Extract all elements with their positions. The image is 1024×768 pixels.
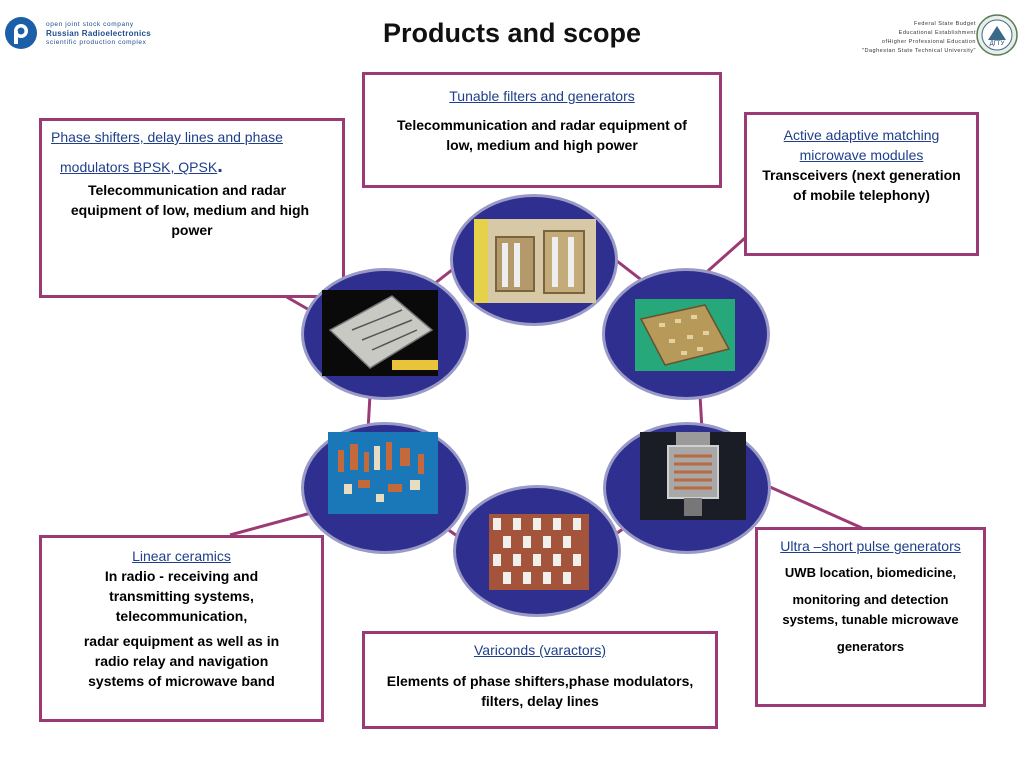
variconds-photo [489,514,589,590]
active-module-photo [635,299,735,371]
variconds-text-2: filters, delay lines [481,693,599,709]
ultra-short-text-3: systems, tunable microwave [782,612,959,627]
linear-ceramics-text-2: transmitting systems, [109,588,254,604]
ultra-short-box: Ultra –short pulse generators UWB locati… [755,527,986,707]
phase-shifters-text-1: Telecommunication and radar [87,182,287,198]
phase-shifter-node[interactable] [301,268,469,400]
company-logo-line2: Russian Radioelectronics [46,29,152,38]
variconds-box: Variconds (varactors) Elements of phase … [362,631,718,729]
tunable-filters-text-1: Telecommunication and radar equipment of [397,117,687,133]
linear-ceramics-text-4: radar equipment as well as in [83,633,280,649]
university-logo-line4: "Daghestan State Technical University" [862,48,976,54]
university-logo-line1: Federal State Budget [914,21,976,27]
variconds-link[interactable]: Variconds (varactors) [473,642,606,658]
university-logo-line3: ofHigher Professional Education [881,39,976,45]
phase-shifters-box: Phase shifters, delay lines and phase mo… [39,118,345,298]
variconds-node[interactable] [453,485,621,617]
active-modules-box: Active adaptive matching microwave modul… [744,112,979,256]
ultra-short-photo [640,432,746,520]
phase-shifter-photo [322,290,438,376]
university-seal-text: ДГТУ [990,41,1005,47]
linear-ceramics-text-5: radio relay and navigation [94,653,269,669]
ultra-short-node[interactable] [603,422,771,554]
phase-shifters-link-1[interactable]: Phase shifters, delay lines and phase [51,129,283,145]
ultra-short-link[interactable]: Ultra –short pulse generators [780,538,961,554]
active-module-node[interactable] [602,268,770,400]
linear-ceramics-box: Linear ceramics In radio - receiving and… [39,535,324,722]
tunable-filters-box: Tunable filters and generators Telecommu… [362,72,722,188]
active-modules-text-2: of mobile telephony) [793,187,930,203]
page-title: Products and scope [382,18,642,48]
ultra-short-text-4: generators [836,639,905,654]
phase-shifters-dot: . [217,155,223,177]
active-modules-text-1: Transceivers (next generation [762,167,961,183]
active-modules-link-2[interactable]: microwave modules [799,147,924,163]
linear-ceramics-photo [328,432,438,514]
university-logo: Federal State Budget Educational Establi… [862,14,1020,58]
active-modules-link-1[interactable]: Active adaptive matching [783,127,940,143]
tunable-filter-photo [474,219,596,303]
linear-ceramics-text-6: systems of microwave band [88,673,275,689]
linear-ceramics-link[interactable]: Linear ceramics [132,548,231,564]
university-seal-icon: ДГТУ [976,14,1018,56]
phase-shifters-text-3: power [171,222,213,238]
ultra-short-text-2: monitoring and detection [792,592,949,607]
company-logo-line3: scientific production complex [46,39,147,46]
linear-ceramics-text-1: In radio - receiving and [104,568,259,584]
ultra-short-text-1: UWB location, biomedicine, [784,565,957,580]
tunable-filters-text-2: low, medium and high power [446,137,638,153]
linear-ceramics-node[interactable] [301,422,469,554]
company-logo-line1: open joint stock company [46,21,134,28]
company-logo-icon [5,17,37,49]
variconds-text-1: Elements of phase shifters,phase modulat… [386,673,694,689]
tunable-filter-node[interactable] [450,194,618,326]
tunable-filters-link[interactable]: Tunable filters and generators [449,88,635,104]
phase-shifters-text-2: equipment of low, medium and high [70,202,310,218]
phase-shifters-link-2[interactable]: modulators BPSK, QPSK [60,159,218,175]
linear-ceramics-text-3: telecommunication, [115,608,248,624]
university-logo-line2: Educational Establishment [898,30,976,36]
company-logo: open joint stock company Russian Radioel… [4,14,154,54]
